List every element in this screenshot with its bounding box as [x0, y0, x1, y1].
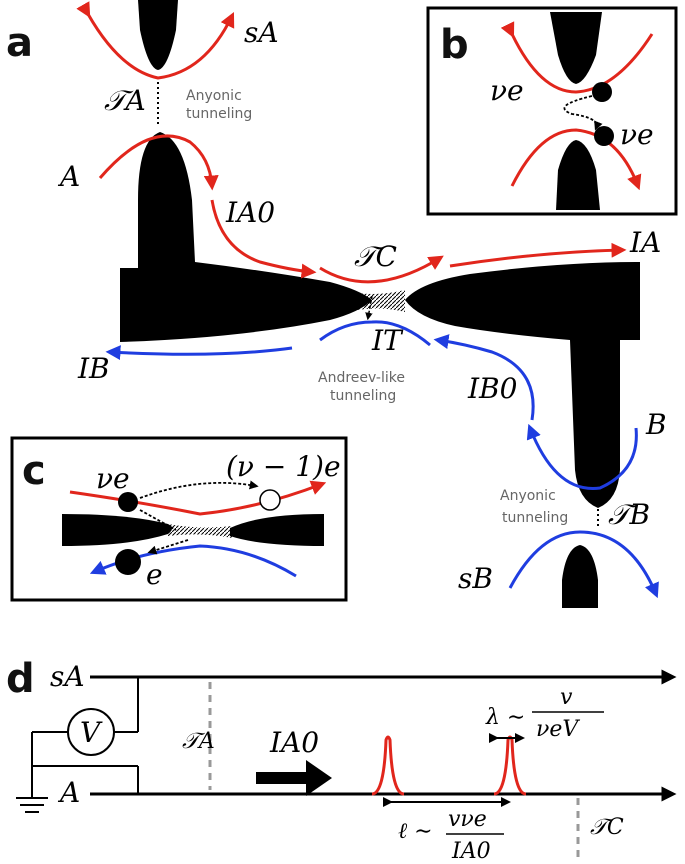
edge-IA	[449, 242, 627, 268]
inset-b-top-gate	[550, 12, 602, 84]
gate-sA	[138, 0, 178, 70]
inset-b-bottom-edge	[510, 128, 642, 191]
label-IB0: IB0	[467, 372, 517, 405]
inset-c-red-edge	[69, 480, 327, 516]
inset-c-dashed-top	[139, 480, 259, 499]
edge-IB	[105, 345, 293, 361]
d-label-sA: sA	[50, 660, 85, 693]
label-IB: IB	[77, 352, 110, 385]
label-sA: sA	[244, 16, 279, 49]
d-label-ell-den: IA0	[451, 839, 491, 864]
inset-c-dashed-bottom	[147, 539, 189, 555]
inset-c-left-gate	[62, 514, 172, 546]
edge-IB0	[433, 334, 535, 421]
note-andreev-2: tunneling	[330, 388, 396, 404]
note-anyonic-B-2: tunneling	[502, 510, 568, 526]
voltmeter-icon	[67, 708, 115, 756]
gate-right	[405, 262, 640, 508]
qpc-constriction	[340, 290, 405, 314]
d-label-ell-num: vνe	[448, 807, 487, 832]
d-label-ell: ℓ ∼	[398, 819, 433, 844]
panel-label-b: b	[440, 22, 469, 68]
panel-label-d: d	[6, 656, 35, 702]
note-anyonic-A-1: Anyonic	[186, 88, 242, 104]
d-label-V: V	[80, 716, 103, 749]
edge-TC-arc	[319, 255, 444, 284]
inset-c-e: e	[146, 558, 163, 591]
current-arrow-IA0	[256, 760, 332, 796]
pulse-2	[493, 735, 527, 796]
label-IT: IT	[371, 324, 404, 357]
inset-c-dashed-diag	[139, 509, 177, 531]
inset-b-top-edge	[500, 21, 654, 94]
d-label-lambda-den: νeV	[536, 717, 580, 742]
note-anyonic-B-1: Anyonic	[500, 488, 556, 504]
edge-sB-arc	[508, 530, 659, 599]
edge-A-top	[98, 134, 219, 191]
d-label-lambda: λ ∼	[485, 705, 525, 730]
label-B: B	[645, 408, 667, 441]
panel-label-a: a	[6, 20, 33, 66]
inset-b-bottom-gate	[556, 140, 600, 210]
inset-c-nu-minus-1-e: (ν − 1)e	[226, 450, 341, 483]
d-label-IA0: IA0	[269, 726, 319, 759]
d-label-A: A	[57, 776, 80, 809]
label-IA: IA	[629, 226, 661, 259]
edge-B-arc	[526, 423, 638, 490]
edge-IA0	[210, 199, 317, 279]
inset-c-constriction	[168, 524, 232, 538]
inset-c-hole	[259, 489, 281, 511]
d-label-lambda-num: v	[560, 685, 573, 710]
panel-label-c: c	[22, 448, 46, 494]
edge-blue-qpc	[319, 320, 431, 347]
d-label-TA: 𝒯A	[182, 729, 215, 754]
pulse-1	[371, 735, 405, 796]
inset-b-nue-top: νe	[490, 74, 524, 107]
inset-c-electron	[115, 549, 141, 575]
voltage-circuit	[16, 677, 139, 813]
label-TB: 𝒯B	[608, 498, 650, 531]
inset-c-frame	[10, 436, 348, 602]
inset-b-quasiparticle-bottom	[594, 126, 614, 146]
inset-c-quasiparticle	[118, 492, 138, 512]
label-IA0: IA0	[225, 196, 275, 229]
inset-b-quasiparticle-top	[592, 82, 612, 102]
d-label-TC: 𝒯C	[590, 815, 624, 840]
inset-b-nue-bottom: νe	[620, 118, 654, 151]
gate-left	[120, 132, 372, 342]
label-sB: sB	[458, 562, 493, 595]
edge-sA-arc	[76, 1, 235, 80]
label-TC: 𝒯C	[354, 240, 397, 273]
inset-b-tunneling-arrow	[563, 95, 603, 131]
arrow-IT	[365, 295, 373, 321]
inset-c-right-gate	[230, 514, 324, 546]
label-A: A	[57, 160, 80, 193]
note-andreev-1: Andreev-like	[318, 370, 405, 386]
note-anyonic-A-2: tunneling	[186, 106, 252, 122]
gate-sB	[562, 545, 598, 608]
inset-c-nue: νe	[96, 462, 130, 495]
label-TA: 𝒯A	[104, 84, 146, 117]
inset-b-frame	[426, 6, 678, 216]
